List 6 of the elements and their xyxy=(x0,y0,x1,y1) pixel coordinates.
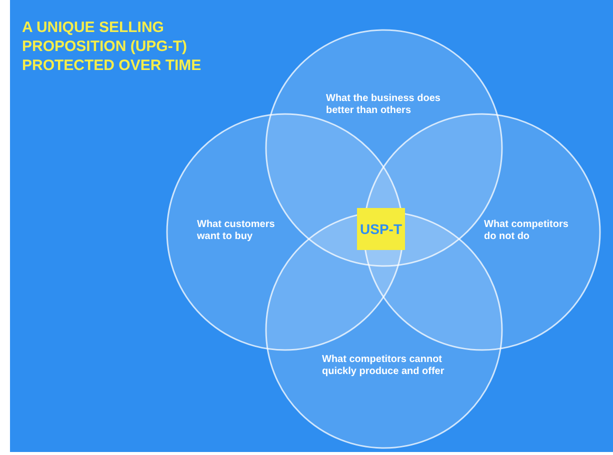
circle-label: What competitors do not do xyxy=(484,219,570,243)
title: A UNIQUE SELLING PROPOSITION (UPG-T) PROTECTED OVER TIME xyxy=(22,18,202,75)
center-label: USP-T xyxy=(357,208,405,250)
circle-label: What the business does better than others xyxy=(326,93,442,117)
circle-label: What customers want to buy xyxy=(197,219,276,243)
circle-label: What competitors cannot quickly produce and offer xyxy=(322,354,446,378)
